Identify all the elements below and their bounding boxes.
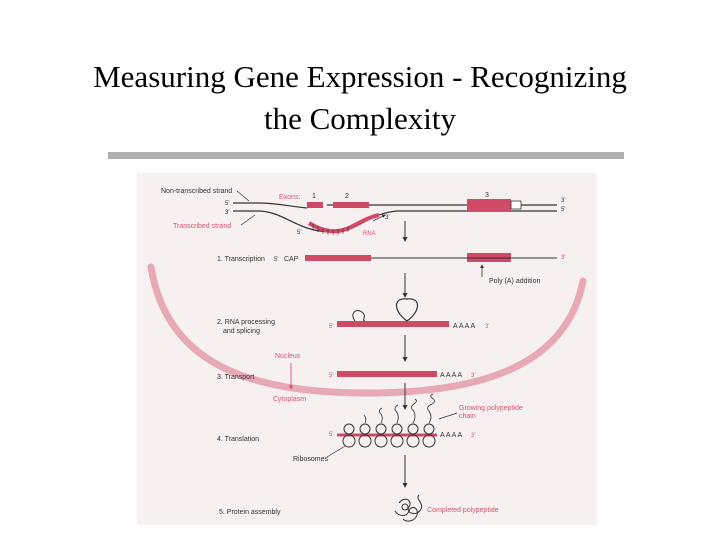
label-step3-5prime: 5' bbox=[329, 373, 333, 379]
label-nucleus: Nucleus bbox=[275, 353, 301, 360]
label-transcribed-strand: Transcribed strand bbox=[173, 223, 231, 230]
dna-exon-3 bbox=[467, 199, 511, 211]
label-ribosomes: Ribosomes bbox=[293, 456, 329, 463]
slide-title: Measuring Gene Expression - Recognizing … bbox=[0, 56, 720, 140]
ribosomes-group bbox=[342, 423, 436, 448]
step-label-5: 5. Protein assembly bbox=[219, 509, 281, 516]
intron-loop-small bbox=[352, 310, 366, 322]
label-exons: Exons: bbox=[279, 194, 300, 201]
label-step3-aaaa: A A A A bbox=[440, 372, 463, 379]
label-cap: CAP bbox=[284, 256, 299, 263]
label-step1-5prime: 5' bbox=[274, 257, 278, 263]
step-label-3: 3. Transport bbox=[217, 374, 254, 381]
nascent-polypeptides bbox=[363, 393, 435, 424]
label-step4-3prime: 3' bbox=[471, 433, 475, 439]
slide-title-line1: Measuring Gene Expression - Recognizing bbox=[93, 59, 627, 94]
label-step2-3prime: 3' bbox=[485, 324, 489, 330]
step-label-4: 4. Translation bbox=[217, 436, 259, 443]
step-label-2-line2: and splicing bbox=[223, 328, 260, 335]
label-growing-polypeptide-line2: chain bbox=[459, 413, 476, 420]
primary-transcript-exons bbox=[305, 255, 371, 261]
label-rna-3prime: 3' bbox=[385, 215, 389, 221]
label-step3-3prime: 3' bbox=[471, 373, 475, 379]
nascent-rna bbox=[307, 213, 380, 234]
step-label-1: 1. Transcription bbox=[217, 256, 265, 263]
slide-title-line2: the Complexity bbox=[263, 101, 456, 136]
label-poly-a-addition: Poly (A) addition bbox=[489, 278, 540, 285]
transported-mrna bbox=[337, 371, 437, 377]
label-growing-polypeptide-line1: Growing polypeptide bbox=[459, 405, 523, 412]
label-dna-5prime-left: 5' bbox=[225, 201, 229, 207]
label-exon-3: 3 bbox=[485, 192, 489, 199]
gene-expression-figure: Non-transcribed strand Exons: 1 2 3 5' 3… bbox=[137, 173, 597, 525]
label-dna-5prime-right: 5' bbox=[561, 207, 565, 213]
label-step4-aaaa: A A A A bbox=[440, 432, 463, 439]
completed-protein-glyph bbox=[394, 494, 423, 522]
dna-exon-1 bbox=[307, 202, 323, 208]
label-completed-polypeptide: Completed polypeptide bbox=[427, 507, 499, 514]
title-divider bbox=[108, 152, 624, 159]
label-exon-2: 2 bbox=[345, 193, 349, 200]
nucleus-membrane-arc bbox=[147, 263, 587, 397]
label-step2-aaaa: A A A A bbox=[453, 323, 476, 330]
label-dna-3prime-right: 3' bbox=[561, 198, 565, 204]
label-cytoplasm: Cytoplasm bbox=[273, 396, 306, 403]
processed-mrna bbox=[337, 321, 449, 327]
intron-lariat bbox=[395, 298, 419, 322]
label-step4-5prime: 5' bbox=[329, 432, 333, 438]
label-rna-5prime: 5' bbox=[297, 230, 301, 236]
gene-expression-diagram: Non-transcribed strand Exons: 1 2 3 5' 3… bbox=[147, 188, 587, 522]
label-dna-3prime-left: 3' bbox=[225, 210, 229, 216]
label-rna: RNA bbox=[363, 231, 376, 237]
label-step1-3prime: 3' bbox=[561, 255, 565, 261]
step-label-2: 2. RNA processing bbox=[217, 319, 275, 326]
dna-exon-2 bbox=[333, 202, 369, 208]
label-exon-1: 1 bbox=[312, 193, 316, 200]
label-non-transcribed-strand: Non-transcribed strand bbox=[161, 188, 232, 195]
label-step2-5prime: 5' bbox=[329, 324, 333, 330]
